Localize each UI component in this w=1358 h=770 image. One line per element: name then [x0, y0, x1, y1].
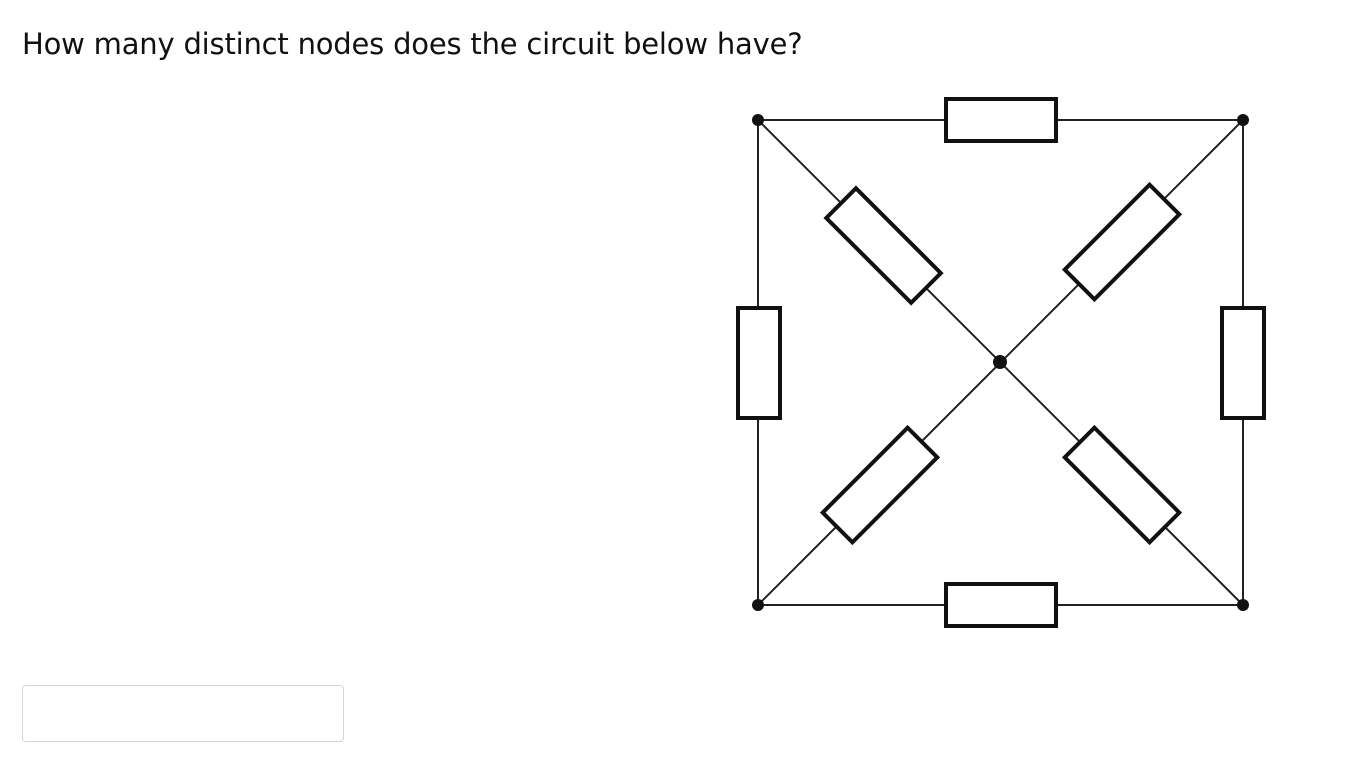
junction-dot-bottom-right: [1237, 599, 1249, 611]
resistor-lower-left: [819, 424, 941, 546]
resistor-right: [1220, 306, 1266, 420]
resistor-upper-right: [1061, 181, 1183, 303]
resistors: [736, 97, 1266, 628]
junction-dot-center: [993, 355, 1007, 369]
resistor-lower-right: [1061, 424, 1183, 546]
resistor-top: [944, 97, 1058, 143]
junction-dot-top-right: [1237, 114, 1249, 126]
junction-dot-top-left: [752, 114, 764, 126]
junction-dot-bottom-left: [752, 599, 764, 611]
answer-input[interactable]: [22, 685, 344, 742]
question-text: How many distinct nodes does the circuit…: [22, 27, 803, 61]
junction-dots: [752, 114, 1249, 611]
resistor-left: [736, 306, 782, 420]
resistor-bottom: [944, 582, 1058, 628]
resistor-upper-left: [823, 185, 944, 306]
